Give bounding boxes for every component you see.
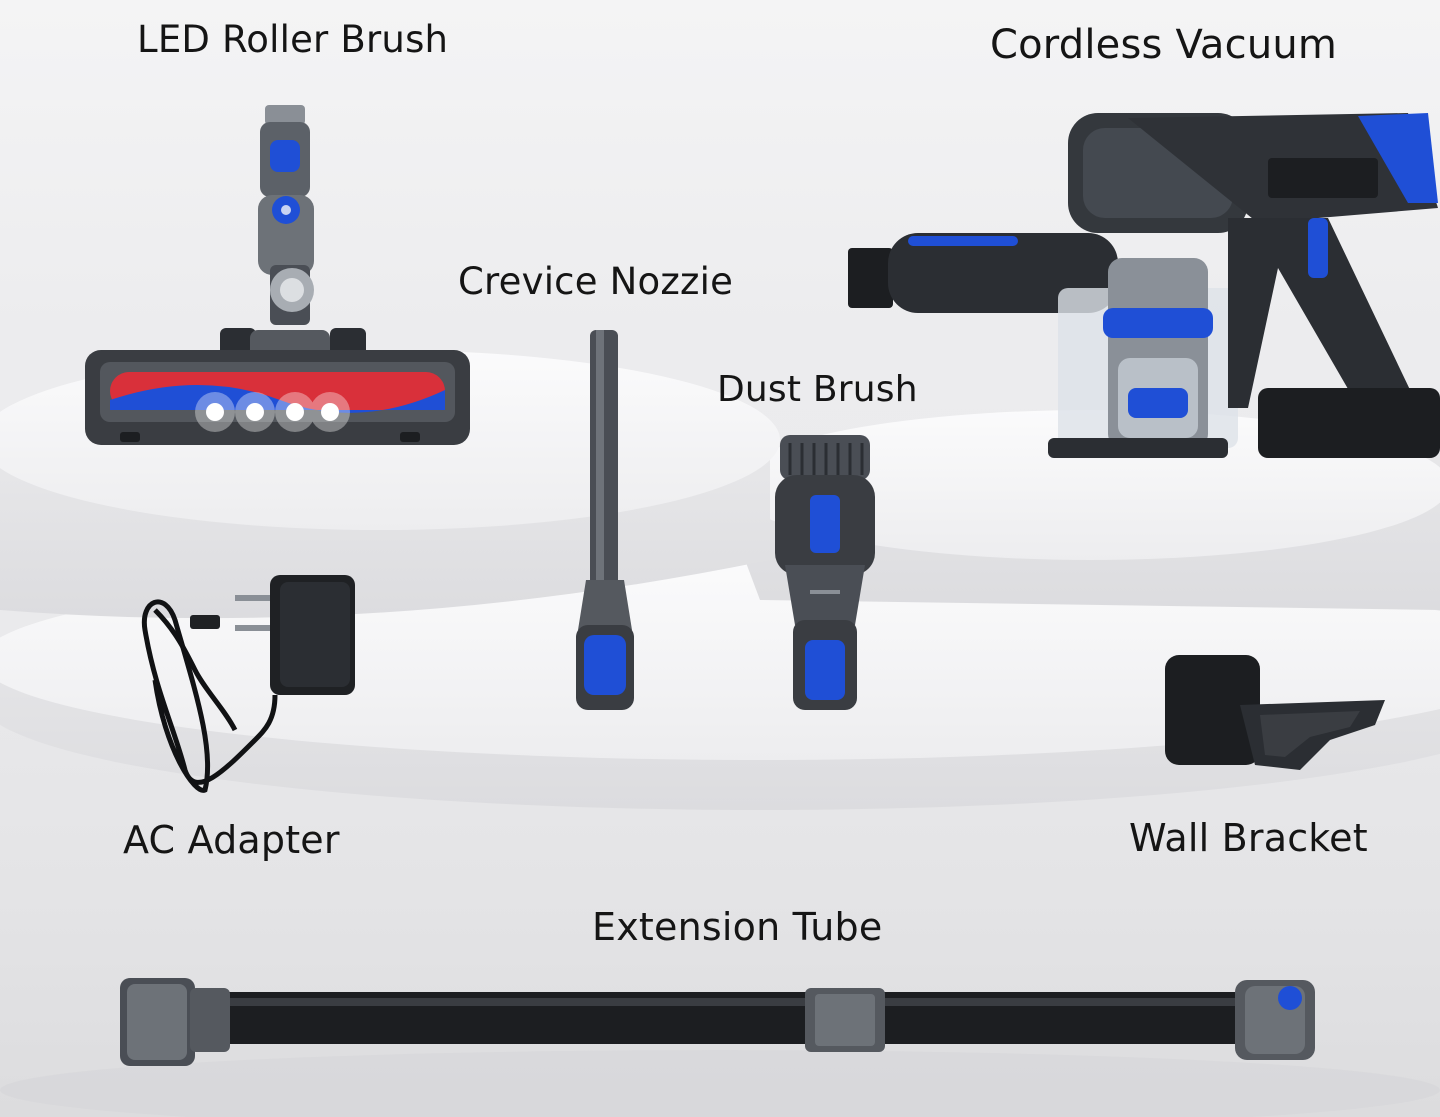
dust-brush-label: Dust Brush xyxy=(717,369,918,410)
led-roller-brush-label: LED Roller Brush xyxy=(137,18,449,61)
crevice-nozzle-label: Crevice Nozzie xyxy=(458,260,734,303)
wall-bracket-image xyxy=(1165,655,1385,770)
wall-bracket-label: Wall Bracket xyxy=(1129,816,1368,860)
cordless-vacuum-label: Cordless Vacuum xyxy=(990,22,1338,68)
extension-tube-label: Extension Tube xyxy=(592,905,883,949)
extension-tube-image xyxy=(120,978,1315,1066)
dust-brush-image xyxy=(775,435,875,710)
crevice-nozzle-image xyxy=(576,330,634,710)
cordless-vacuum-image xyxy=(848,113,1440,458)
ac-adapter-label: AC Adapter xyxy=(123,818,340,862)
ac-adapter-image xyxy=(141,575,355,793)
led-roller-brush-image xyxy=(85,105,470,445)
